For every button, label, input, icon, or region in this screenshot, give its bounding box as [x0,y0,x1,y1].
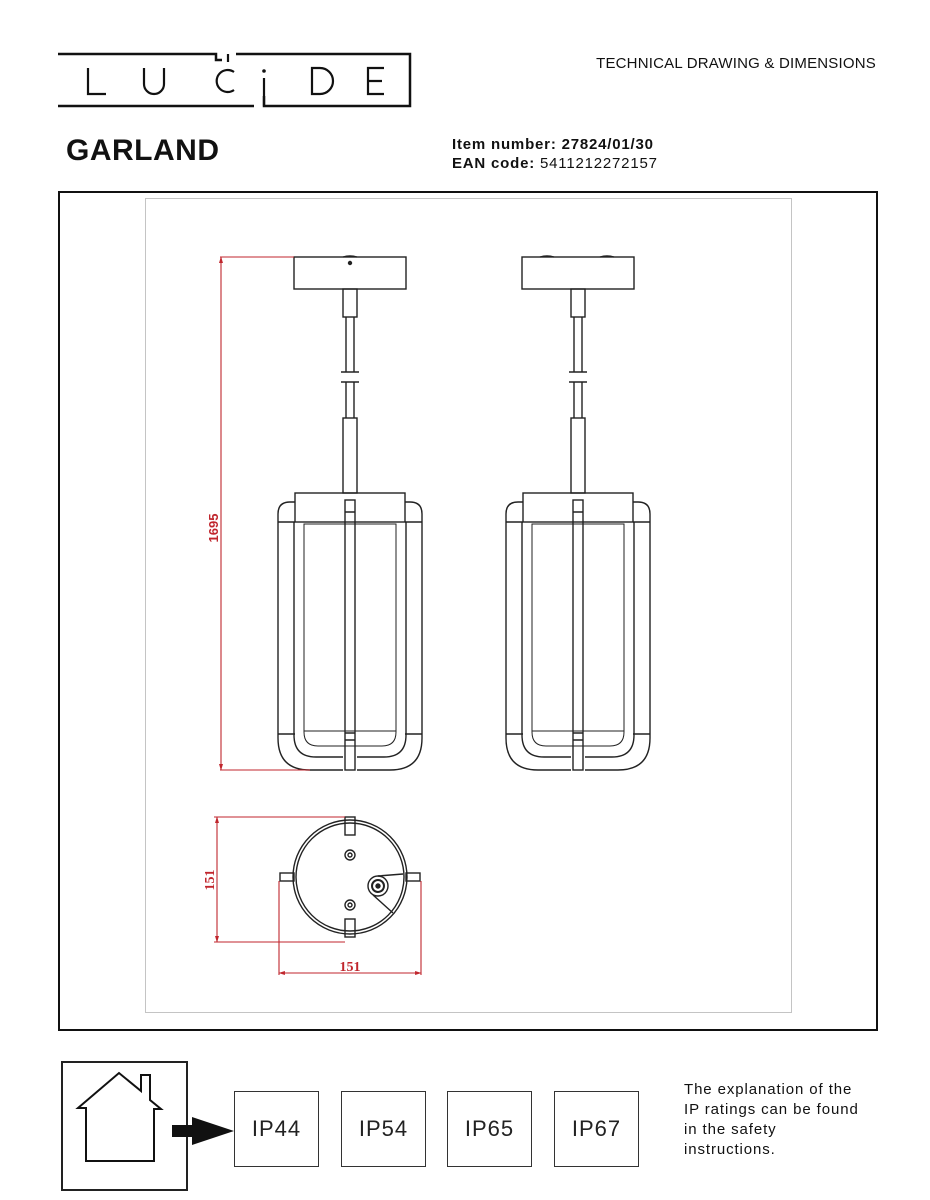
ip-rating-ip54: IP54 [341,1091,426,1167]
ean-value: 5411212272157 [540,155,658,172]
product-meta: Item number: 27824/01/30 EAN code: 54112… [452,135,658,173]
lucide-logo [58,52,412,108]
ean-label: EAN code [452,155,530,172]
dimension-depth-label: 151 [203,870,218,891]
document-type-title: TECHNICAL DRAWING & DIMENSIONS [596,55,876,72]
side-view [505,255,651,771]
top-view [279,816,421,938]
item-number-row: Item number: 27824/01/30 [452,136,654,153]
item-number-label: Item number [452,136,551,153]
ip-rating-ip65: IP65 [447,1091,532,1167]
dimension-width-label: 151 [340,960,361,975]
ip-rating-note: The explanation of the IP ratings can be… [684,1081,859,1158]
arrow-right-icon [172,1117,234,1145]
indoor-icon-box [61,1061,188,1191]
drawing-frame [58,191,878,1031]
dimension-lines [214,256,422,975]
house-icon [75,1071,164,1162]
ip-rating-ip67: IP67 [554,1091,639,1167]
drawing-area [145,198,792,1013]
item-number-value: 27824/01/30 [561,136,654,153]
ean-row: EAN code: 5411212272157 [452,155,658,172]
dimension-height-label: 1695 [206,514,221,543]
product-name: GARLAND [66,134,220,167]
front-view [277,255,423,771]
ip-rating-ip44: IP44 [234,1091,319,1167]
